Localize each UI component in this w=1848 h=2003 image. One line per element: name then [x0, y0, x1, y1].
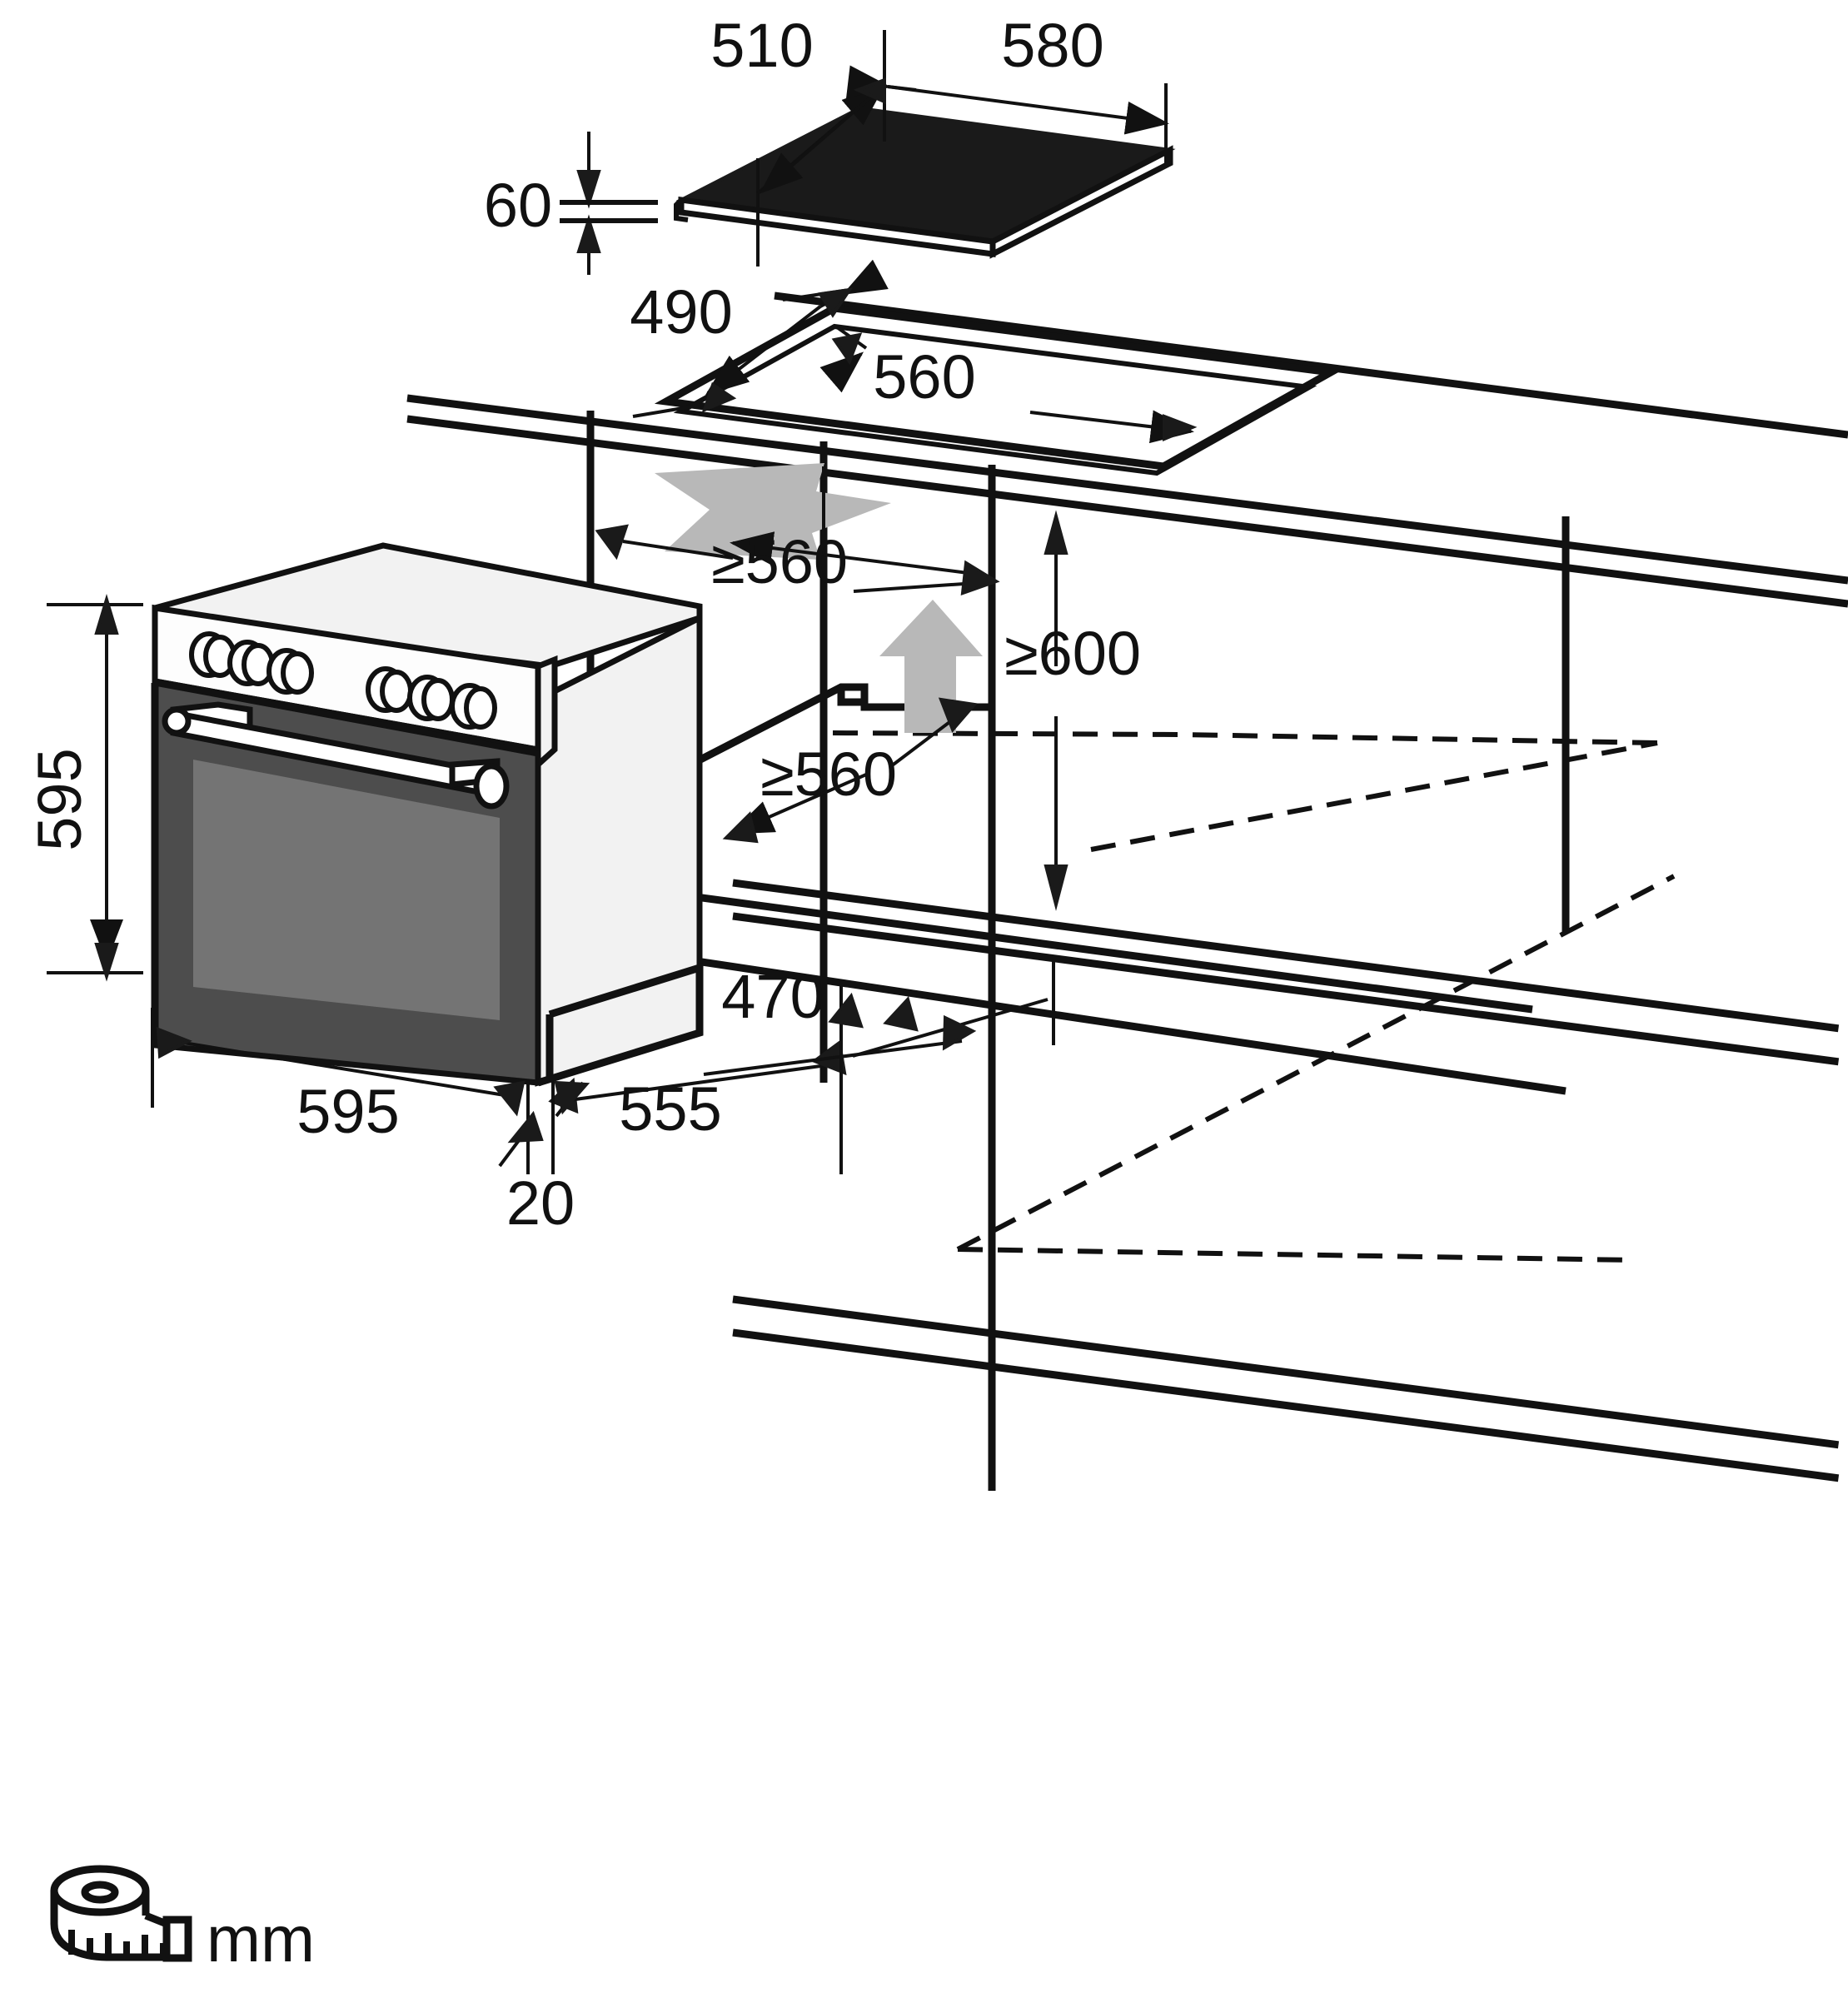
dim-niche-width-bottom — [722, 697, 978, 844]
label-niche-height: ≥600 — [1004, 619, 1141, 688]
measuring-tape-icon — [50, 1865, 192, 1962]
label-hob-width: 580 — [1001, 11, 1103, 80]
oven-panel-end-cap — [535, 655, 558, 771]
label-body-depth: 555 — [619, 1074, 721, 1144]
label-oven-body-height: 470 — [721, 962, 824, 1031]
label-door-thickness: 20 — [506, 1168, 575, 1238]
gray-arrow-left — [655, 463, 891, 560]
dim-hob-width — [845, 65, 1169, 167]
dim-body-depth — [551, 1039, 847, 1174]
gray-arrow-up — [879, 600, 983, 733]
built-in-oven — [151, 542, 704, 1087]
niche-bottom-line-1 — [590, 879, 1533, 1014]
cabinet-base-front — [732, 1295, 1840, 1449]
worktop-back-edge — [774, 291, 1848, 439]
cooktop-corner-detail — [674, 197, 689, 222]
niche-hidden-edge-bottom — [957, 1247, 1633, 1263]
niche-hidden-edge-diag-2 — [956, 874, 1676, 1252]
dim-hob-depth — [756, 30, 886, 267]
cabinet-base-top — [732, 879, 1840, 1033]
niche-hidden-edge-diag-1 — [1090, 740, 1658, 852]
worktop-front-edge-upper — [406, 394, 1848, 585]
worktop-assembly — [406, 291, 1848, 608]
cabinet-base-front-2 — [732, 1328, 1840, 1482]
oven-door-window — [193, 760, 500, 1020]
oven-door-handle[interactable] — [162, 701, 510, 810]
control-knob-5[interactable] — [407, 675, 455, 721]
dim-niche-width-top — [589, 466, 1000, 883]
cabinet-base-top-2 — [732, 912, 1840, 1066]
label-oven-height: 595 — [25, 748, 94, 850]
control-knob-3[interactable] — [266, 648, 314, 695]
niche-hidden-edge-top — [832, 730, 1658, 745]
dim-hob-thickness — [560, 132, 658, 275]
control-knob-1[interactable] — [189, 631, 237, 678]
worktop-front-edge-lower — [406, 415, 1848, 608]
control-knob-4[interactable] — [366, 666, 413, 713]
control-knob-6[interactable] — [450, 683, 497, 730]
cooktop-edge-right — [989, 145, 1173, 259]
label-oven-width: 595 — [296, 1077, 399, 1146]
control-knobs — [189, 631, 497, 730]
dim-oven-width — [151, 1008, 530, 1170]
oven-base-ledge — [536, 962, 704, 1087]
niche-floor-front — [590, 941, 1567, 1095]
unit-label: mm — [207, 1902, 315, 1976]
label-hob-depth: 510 — [710, 11, 813, 80]
cooktop-assembly — [674, 106, 1176, 259]
label-hob-thickness: 60 — [484, 171, 552, 240]
label-cutout-width: 560 — [873, 342, 975, 411]
dim-niche-height — [1044, 510, 1068, 911]
dim-oven-height — [47, 594, 143, 982]
label-niche-width-bottom: ≥560 — [760, 740, 897, 809]
label-niche-width-top: ≥560 — [711, 527, 848, 596]
worktop-cutout-inner — [673, 323, 1318, 476]
niche-shelf-notch — [837, 687, 864, 706]
gray-arrows — [655, 463, 983, 733]
dim-cutout-width — [819, 326, 1198, 444]
control-knob-2[interactable] — [227, 640, 275, 686]
dim-cutout-depth — [632, 259, 889, 418]
label-cutout-depth: 490 — [630, 277, 732, 346]
dim-body-height — [703, 958, 1055, 1087]
